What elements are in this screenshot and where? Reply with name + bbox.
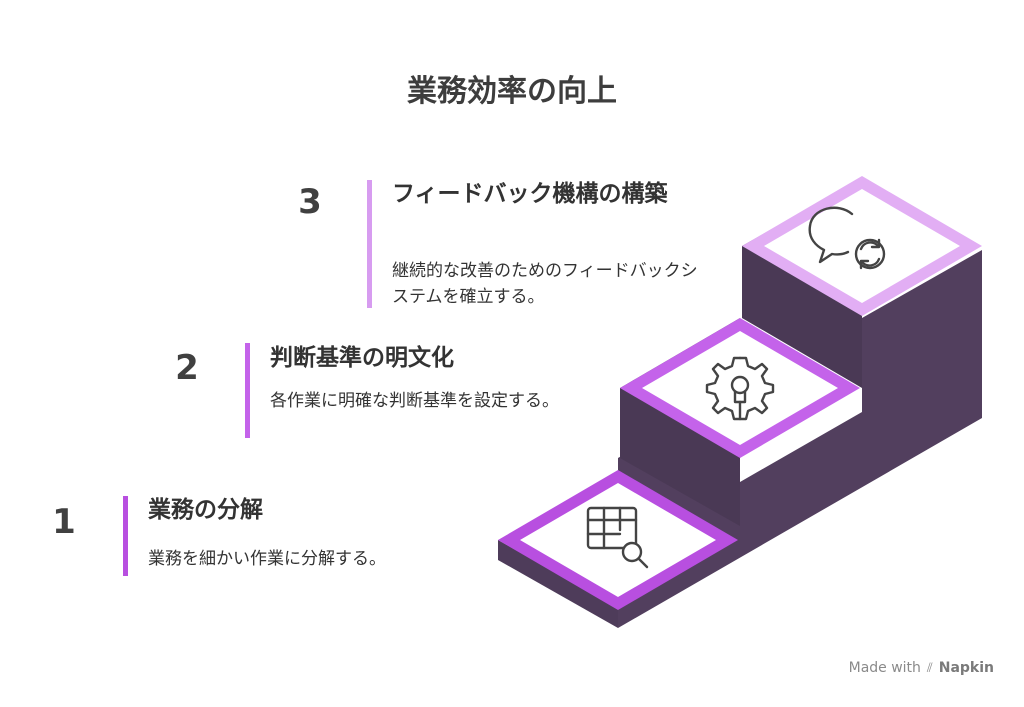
- step-1-description: 業務を細かい作業に分解する。: [148, 549, 386, 569]
- step-2-description: 各作業に明確な判断基準を設定する。: [270, 391, 559, 411]
- step-3-title: フィードバック機構の構築: [392, 181, 668, 207]
- footer-made-with: Made with: [848, 660, 921, 676]
- page-title: 業務効率の向上: [407, 74, 617, 109]
- step-1-accent-bar: [123, 496, 128, 576]
- footer-watermark: Made with ⫽ Napkin: [849, 660, 994, 676]
- step-2-title: 判断基準の明文化: [270, 345, 454, 371]
- table-search-icon: [586, 506, 649, 569]
- footer-brand: Napkin: [938, 660, 994, 676]
- step-3-number: 3: [298, 182, 322, 222]
- gear-lightbulb-icon: [705, 356, 775, 421]
- napkin-logo-icon: ⫽: [926, 660, 933, 676]
- chat-refresh-icon: [808, 206, 886, 270]
- step-2-top-inner: [642, 331, 838, 445]
- step-1-title: 業務の分解: [148, 497, 263, 523]
- step-3-accent-bar: [367, 180, 372, 308]
- stair-left-face: [498, 540, 618, 628]
- step-2-number: 2: [175, 348, 199, 388]
- step-2-accent-bar: [245, 343, 250, 438]
- step-1-number: 1: [52, 502, 76, 542]
- step-3-description: 継続的な改善のためのフィードバックシステムを確立する。: [392, 261, 698, 307]
- step-1-top-inner: [520, 483, 716, 597]
